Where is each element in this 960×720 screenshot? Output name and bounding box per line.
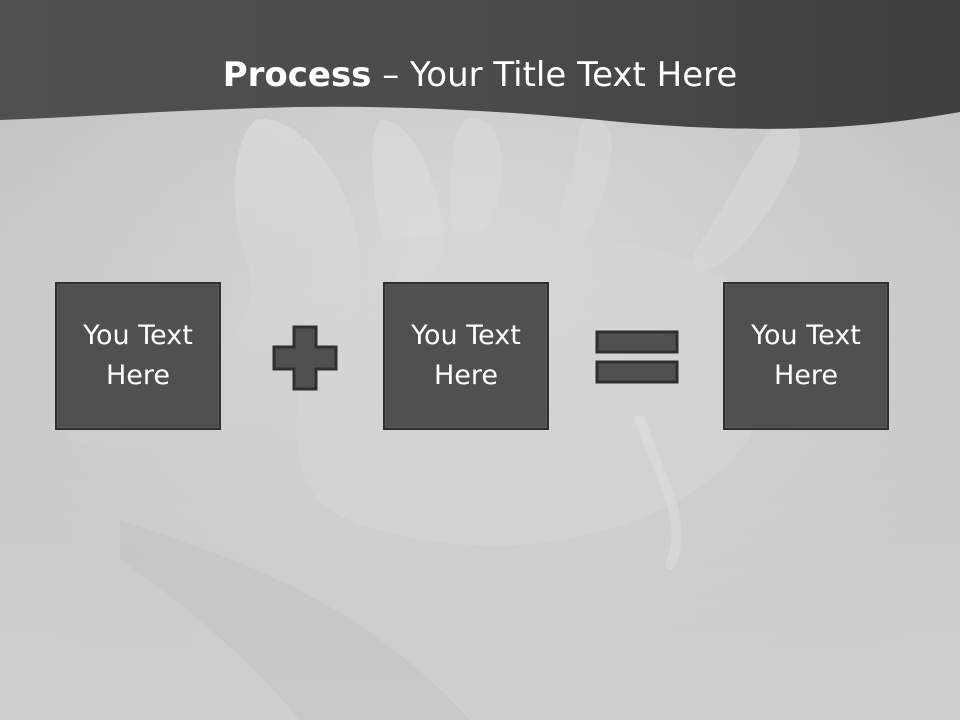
process-box-2-text: You Text Here: [411, 320, 521, 391]
process-box-1[interactable]: You Text Here: [55, 282, 221, 430]
process-box-3[interactable]: You Text Here: [723, 282, 889, 430]
slide-title: Process – Your Title Text Here: [0, 48, 960, 102]
plus-icon: [272, 325, 338, 391]
process-box-3-text: You Text Here: [751, 320, 861, 391]
title-bold-text: Process: [222, 55, 372, 95]
process-box-1-text: You Text Here: [83, 320, 193, 391]
process-box-2[interactable]: You Text Here: [383, 282, 549, 430]
title-rest-text: – Your Title Text Here: [371, 55, 738, 95]
equals-icon: [595, 330, 679, 384]
title-band: [0, 0, 960, 129]
